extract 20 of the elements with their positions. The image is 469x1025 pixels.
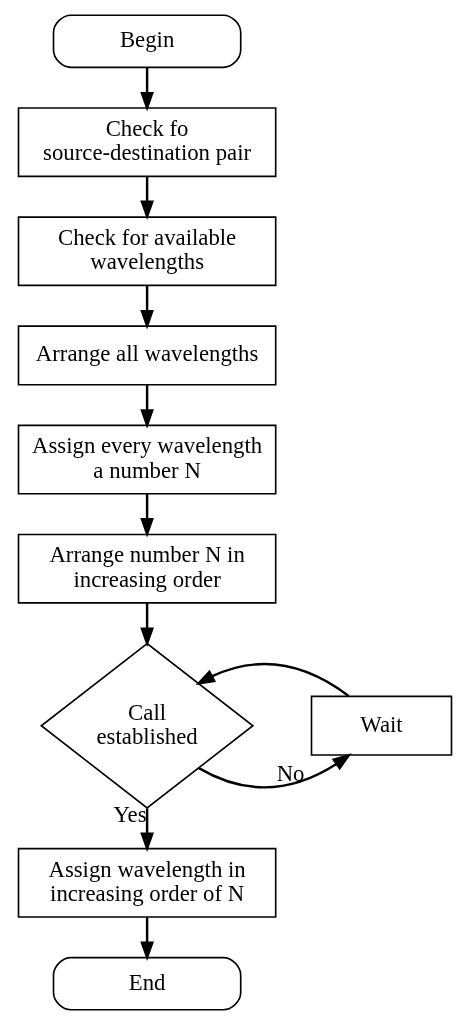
node-box: Assign every wavelength a number N — [17, 424, 276, 495]
arrow — [139, 917, 154, 962]
node-box: Wait — [310, 695, 452, 756]
arrow — [195, 663, 349, 698]
arrow — [139, 602, 154, 648]
arrow — [139, 67, 154, 112]
node-box: Check for available wavelengths — [17, 216, 276, 287]
node-box: Begin — [52, 14, 241, 69]
node-box: Arrange number N in increasing order — [17, 533, 276, 604]
arrow — [139, 285, 154, 330]
arrow — [139, 176, 154, 221]
arrow — [139, 385, 154, 429]
arrow — [139, 808, 154, 853]
node-box: Assign wavelength in increasing order of N — [17, 847, 276, 918]
edge-label: No — [276, 760, 304, 786]
arrow — [139, 494, 154, 538]
node-box: Arrange all wavelengths — [17, 325, 276, 386]
node-box: End — [52, 956, 241, 1011]
node-box: Check fo source-destination pair — [17, 107, 276, 178]
arrow — [197, 753, 352, 789]
